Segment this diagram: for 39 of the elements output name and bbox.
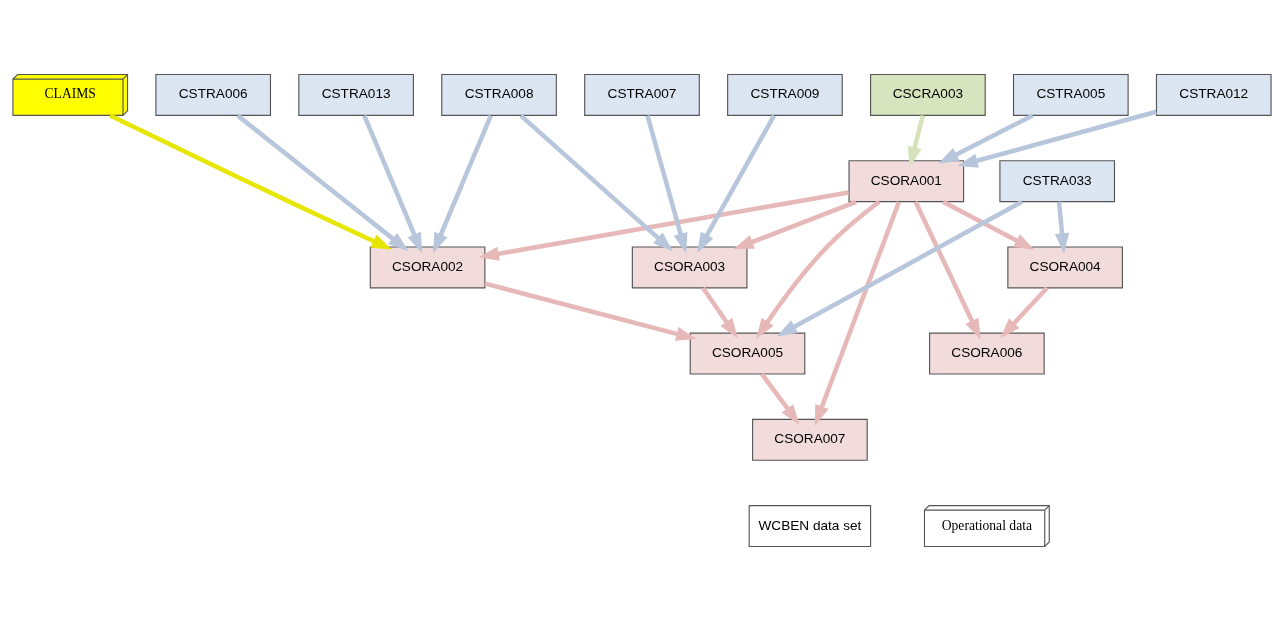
node-box: CSORA001 [848,160,965,203]
node-box: CSTRA006 [155,73,272,116]
arrow [733,199,857,250]
node-box: CSORA002 [369,246,486,289]
node-box: CSTRA009 [727,73,843,116]
node-box: CSORA003 [631,246,748,289]
arrow [814,201,902,426]
arrow [913,200,981,340]
arrow [701,286,739,339]
arrow [645,115,688,254]
arrow [433,114,493,254]
node-box: WCBEN data set [748,505,872,548]
arrow [109,113,392,250]
node-box: CSORA006 [929,332,1045,375]
arrow [362,114,423,254]
arrow [478,190,849,261]
arrow [957,109,1157,168]
arrow [907,115,926,168]
node-box: CSORA004 [1007,246,1123,289]
node-box: CSTRA005 [1012,73,1129,116]
arrow [697,114,776,253]
node-box: CSORA005 [689,332,806,375]
arrow [776,199,1024,337]
arrow [1054,201,1070,254]
node-box: CSTRA007 [584,73,700,116]
arrow [942,199,1035,251]
node-box: CSORA007 [752,418,868,461]
arrow [938,113,1034,164]
arrow [756,199,881,339]
arrow [1000,286,1049,339]
arrow [484,281,697,341]
arrow [519,113,674,252]
node-box: CSTRA012 [1155,73,1272,116]
node-box: CSCRA003 [870,73,986,116]
node-box: CSTRA033 [999,160,1116,203]
arrow [236,113,409,252]
node-box: CSTRA013 [298,73,414,116]
arrow [760,372,800,425]
node-box: CSTRA008 [441,73,557,116]
